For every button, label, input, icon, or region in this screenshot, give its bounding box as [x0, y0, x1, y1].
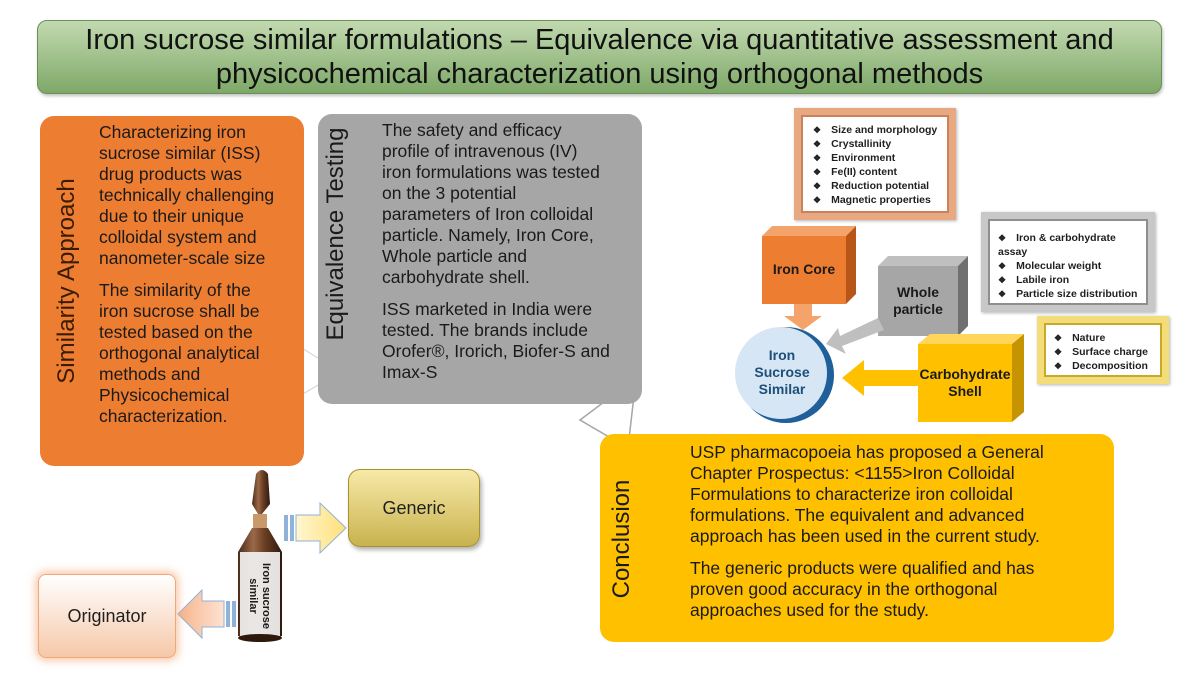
- whole-particle-properties-frame: Iron & carbohydrate assay Molecular weig…: [981, 212, 1155, 312]
- equivalence-testing-box: Equivalence Testing The safety and effic…: [318, 114, 642, 404]
- iron-core-property: Environment: [813, 151, 943, 165]
- whole-particle-property: Labile iron: [998, 273, 1144, 287]
- iron-core-property: Reduction potential: [813, 179, 943, 193]
- originator-box: Originator: [38, 574, 176, 658]
- generic-box: Generic: [348, 469, 480, 547]
- iron-core-property: Size and morphology: [813, 123, 943, 137]
- page-title: Iron sucrose similar formulations – Equi…: [37, 20, 1162, 94]
- title-line-1: Iron sucrose similar formulations – Equi…: [85, 24, 1114, 56]
- arrow-left-icon: [842, 360, 918, 396]
- vial-icon: [238, 470, 282, 642]
- shell-property: Nature: [1054, 331, 1158, 345]
- arrow-diagonal-icon: [826, 318, 884, 354]
- conclusion-text: USP pharmacopoeia has proposed a General…: [690, 442, 1108, 621]
- whole-particle-property: Molecular weight: [998, 259, 1144, 273]
- arrow-right-icon: [284, 501, 347, 555]
- whole-particle-cube: [878, 256, 968, 336]
- conclusion-box: Conclusion USP pharmacopoeia has propose…: [600, 434, 1114, 642]
- iron-core-cube: [762, 226, 856, 304]
- whole-particle-property: Particle size distribution: [998, 287, 1144, 301]
- title-line-2: physicochemical characterization using o…: [215, 58, 984, 90]
- generic-label: Generic: [382, 497, 446, 518]
- shell-property: Decomposition: [1054, 359, 1158, 373]
- carbohydrate-shell-cube: [918, 334, 1024, 422]
- iron-core-property: Magnetic properties: [813, 193, 943, 207]
- iron-core-property: Crystallinity: [813, 137, 943, 151]
- conclusion-para-1: USP pharmacopoeia has proposed a General…: [690, 442, 1044, 546]
- arrow-left-icon: [177, 588, 236, 640]
- iron-core-properties-frame: Size and morphology Crystallinity Enviro…: [794, 108, 956, 220]
- conclusion-para-2: The generic products were qualified and …: [690, 558, 1035, 620]
- iron-sucrose-similar-circle: [735, 327, 834, 423]
- whole-particle-property: Iron & carbohydrate assay: [998, 231, 1144, 259]
- originator-label: Originator: [67, 605, 147, 626]
- shell-property: Surface charge: [1054, 345, 1158, 359]
- shell-properties-frame: Nature Surface charge Decomposition: [1037, 316, 1169, 384]
- arrow-down-icon: [784, 304, 822, 330]
- iron-core-label: Iron Core: [772, 261, 836, 277]
- iron-core-property: Fe(II) content: [813, 165, 943, 179]
